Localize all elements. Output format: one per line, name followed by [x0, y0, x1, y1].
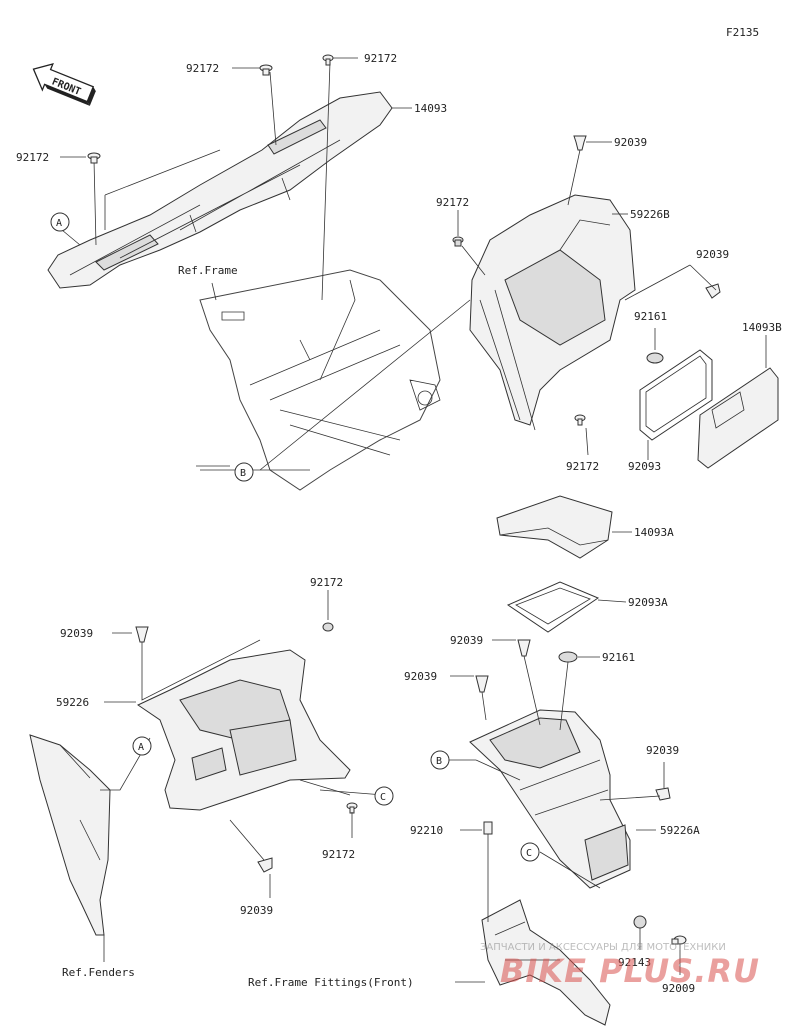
- clip-92210-icon: [483, 821, 493, 835]
- svg-text:A: A: [56, 218, 62, 229]
- clip-92039-e-icon: [517, 639, 531, 657]
- label-92210: 92210: [410, 824, 443, 837]
- front-arrow-icon: FRONT: [32, 63, 96, 106]
- bolt-92172-d-icon: [452, 236, 464, 247]
- watermark-text-1: ЗАПЧАСТИ И АКСЕССУАРЫ ДЛЯ МОТОТЕХНИКИ: [480, 942, 726, 953]
- leaders-bottom-left: [100, 590, 385, 962]
- ref-frame-illustration: [199, 269, 441, 491]
- svg-text:B: B: [240, 468, 246, 479]
- label-92093A: 92093A: [628, 596, 668, 609]
- svg-text:A: A: [138, 742, 144, 753]
- leaders-top-left: [60, 57, 412, 471]
- clip-92039-g-icon: [655, 787, 671, 801]
- clip-92039-c-icon: [135, 626, 149, 643]
- bolt-92009-icon: [671, 935, 687, 945]
- callout-a-top: A: [50, 212, 70, 232]
- watermark: ЗАПЧАСТИ И АКСЕССУАРЫ ДЛЯ МОТОТЕХНИКИ BI…: [480, 942, 760, 990]
- label-92143: 92143: [618, 956, 651, 969]
- callout-c-right: C: [520, 842, 540, 862]
- label-92172-g: 92172: [322, 848, 355, 861]
- label-92039-c: 92039: [60, 627, 93, 640]
- label-92172-d: 92172: [436, 196, 469, 209]
- ref-frame-label: Ref.Frame: [178, 264, 238, 277]
- label-92172-a: 92172: [186, 62, 219, 75]
- ref-frame-fittings-label: Ref.Frame Fittings(Front): [248, 976, 414, 989]
- part-59226B-glovebox: [469, 194, 636, 431]
- part-92093A-gasket: [506, 581, 600, 633]
- label-92039-d: 92039: [240, 904, 273, 917]
- label-59226: 59226: [56, 696, 89, 709]
- callout-b-top: B: [234, 462, 254, 482]
- label-14093A: 14093A: [634, 526, 674, 539]
- bolt-92172-f-icon: [322, 622, 334, 632]
- svg-text:C: C: [380, 792, 386, 803]
- bolt-92172-a-icon: [259, 64, 273, 76]
- ref-frame-fittings-illustration: [481, 899, 611, 1026]
- leaders-top-right: [259, 141, 767, 471]
- bushing-92143-icon: [633, 915, 647, 929]
- label-59226A: 59226A: [660, 824, 700, 837]
- figure-id: F2135: [726, 26, 759, 39]
- leaders-bottom-right: [448, 639, 681, 983]
- part-59226A-console: [469, 709, 631, 889]
- label-92172-f: 92172: [310, 576, 343, 589]
- bolt-92172-c-icon: [87, 152, 101, 164]
- part-14093-cover: [47, 91, 393, 289]
- label-92172-c: 92172: [16, 151, 49, 164]
- grommet-92161-b-icon: [558, 651, 578, 663]
- label-92039-g: 92039: [646, 744, 679, 757]
- bolt-92172-b-icon: [322, 54, 334, 66]
- svg-text:C: C: [526, 848, 532, 859]
- bolt-92172-e-icon: [574, 414, 586, 426]
- part-14093A-lid: [496, 495, 613, 559]
- label-92009: 92009: [662, 982, 695, 995]
- clip-92039-f-icon: [475, 675, 489, 693]
- label-92172-b: 92172: [364, 52, 397, 65]
- label-14093B: 14093B: [742, 321, 782, 334]
- clip-92039-d-icon: [257, 857, 273, 873]
- label-92039-b: 92039: [696, 248, 729, 261]
- callout-b-bottom: B: [430, 750, 450, 770]
- ref-fenders-label: Ref.Fenders: [62, 966, 135, 979]
- clip-92039-b-icon: [705, 283, 721, 299]
- label-92172-e: 92172: [566, 460, 599, 473]
- watermark-text-2: BIKE PLUS.RU: [500, 952, 760, 990]
- label-14093: 14093: [414, 102, 447, 115]
- label-92039-e: 92039: [450, 634, 483, 647]
- clip-92039-a-icon: [573, 135, 587, 151]
- ref-fenders-illustration: [29, 734, 111, 936]
- grommet-92161-a-icon: [646, 352, 664, 364]
- label-92039-f: 92039: [404, 670, 437, 683]
- callout-a-mid: A: [132, 736, 152, 756]
- svg-text:B: B: [436, 756, 442, 767]
- label-92093: 92093: [628, 460, 661, 473]
- label-92039-a: 92039: [614, 136, 647, 149]
- part-14093B-lid: [697, 367, 779, 469]
- callout-c-left: C: [374, 786, 394, 806]
- part-92093-gasket: [639, 349, 713, 441]
- label-92161-a: 92161: [634, 310, 667, 323]
- part-59226-panel: [136, 649, 351, 811]
- label-92161-b: 92161: [602, 651, 635, 664]
- bolt-92172-g-icon: [346, 802, 358, 814]
- label-59226B: 59226B: [630, 208, 670, 221]
